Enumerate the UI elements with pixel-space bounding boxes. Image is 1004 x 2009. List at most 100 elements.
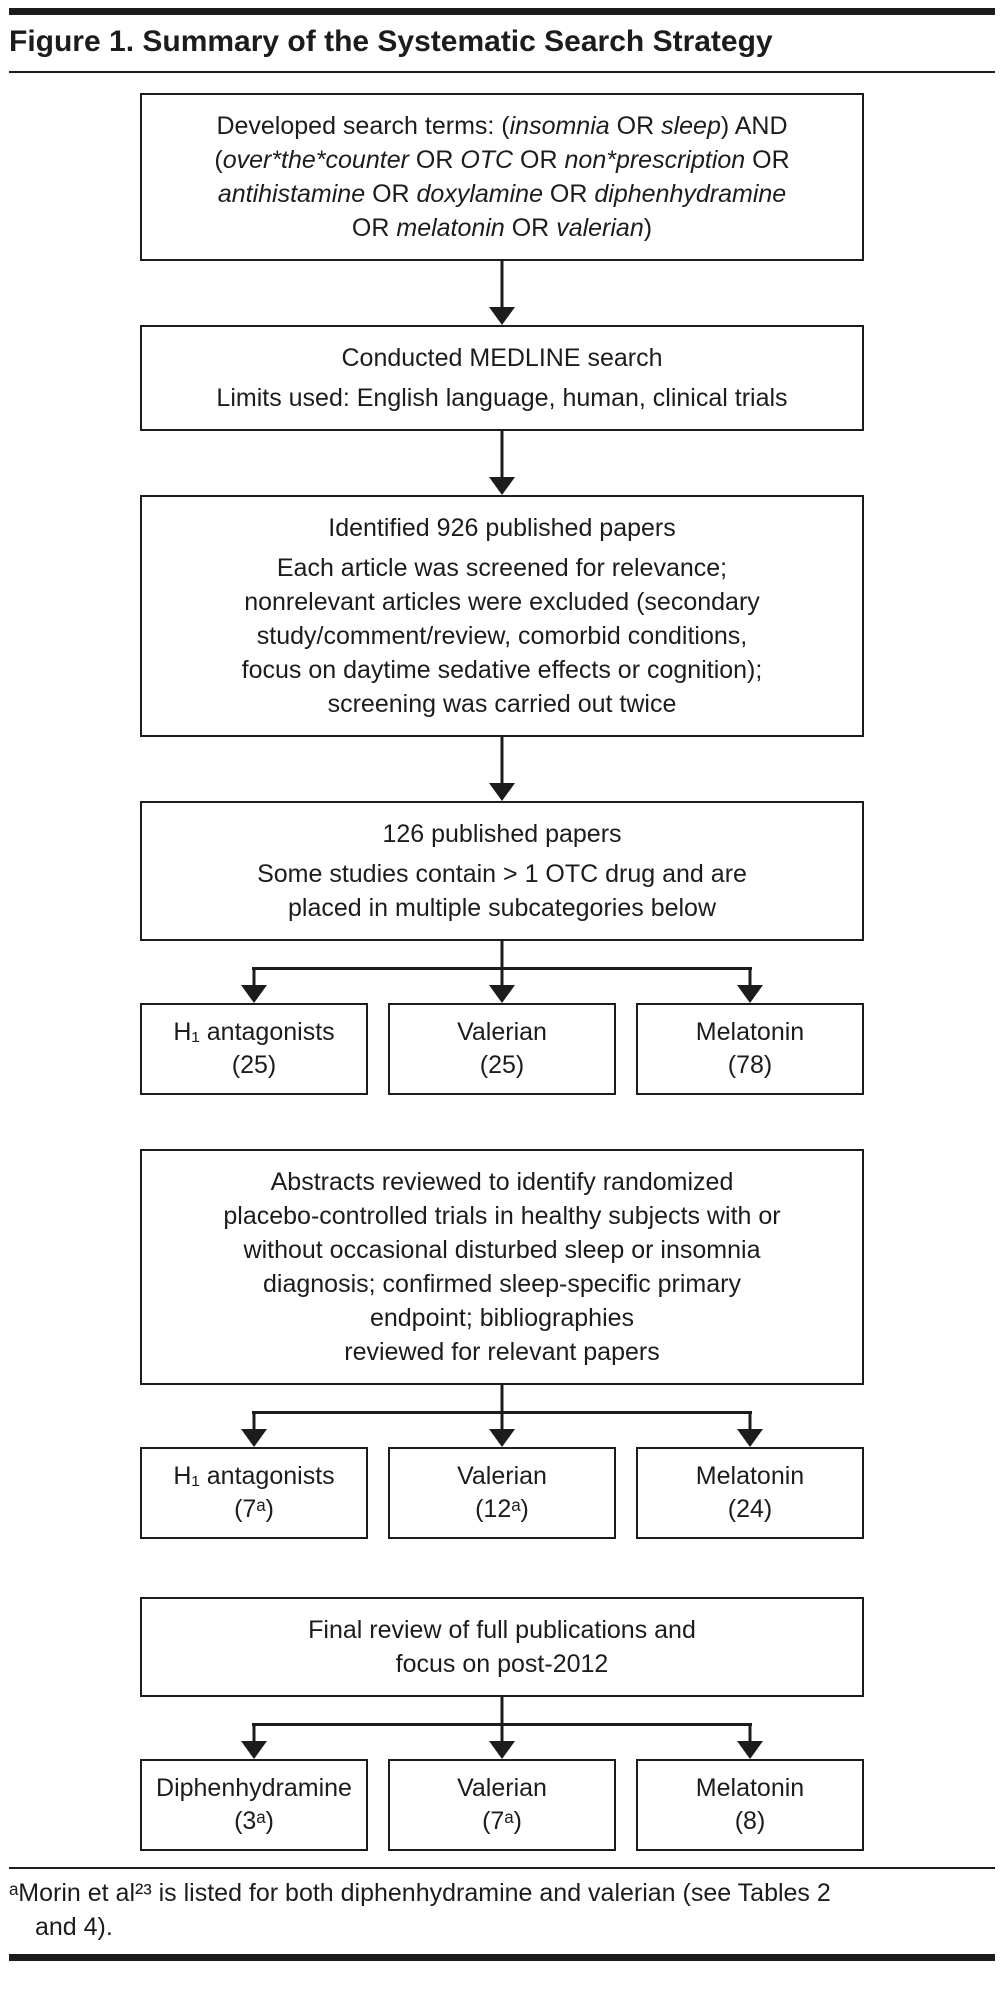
footnote-line: ᵃMorin et al²³ is listed for both diphen… — [9, 1879, 831, 1907]
category-name: Valerian — [457, 1462, 547, 1490]
arrowhead-icon — [489, 985, 515, 1003]
connector-line — [500, 1697, 504, 1725]
box-line: placebo-controlled trials in healthy sub… — [223, 1202, 781, 1230]
box-title: Identified 926 published papers — [328, 514, 676, 542]
category-count: (3ᵃ) — [234, 1807, 274, 1835]
category-count: (78) — [727, 1051, 773, 1079]
arrowhead-icon — [241, 1429, 267, 1447]
box-line: focus on post-2012 — [395, 1650, 609, 1678]
arrow-stem — [500, 261, 504, 307]
connector-line — [500, 968, 504, 985]
arrowhead-icon — [489, 307, 515, 325]
branch-connector — [140, 941, 864, 1003]
arrow-stem — [500, 431, 504, 477]
box-body: Some studies contain > 1 OTC drug and ar… — [156, 857, 848, 925]
box-valerian-25: Valerian (25) — [388, 1003, 616, 1095]
down-arrow — [140, 431, 864, 495]
box-line: antihistamine OR doxylamine OR diphenhyd… — [156, 177, 848, 211]
box-line: reviewed for relevant papers — [344, 1338, 660, 1366]
search-term: doxylamine — [416, 180, 543, 208]
top-rule — [9, 8, 995, 15]
category-count: (7ᵃ) — [234, 1495, 274, 1523]
figure-title: Figure 1. Summary of the Systematic Sear… — [9, 25, 773, 58]
box-line: Abstracts reviewed to identify randomize… — [270, 1168, 734, 1196]
title-rule — [9, 71, 995, 73]
category-name: H₁ antagonists — [173, 1018, 335, 1046]
text-segment: OR — [542, 180, 595, 208]
box-line: (over*the*counter OR OTC OR non*prescrip… — [156, 143, 848, 177]
category-name: H₁ antagonists — [173, 1462, 335, 1490]
flowchart: Developed search terms: (insomnia OR sle… — [140, 93, 864, 1851]
box-line: study/comment/review, comorbid condition… — [256, 622, 748, 650]
search-term: sleep — [661, 112, 721, 140]
arrowhead-icon — [489, 477, 515, 495]
footnote-line: and 4). — [35, 1913, 113, 1941]
box-line: nonrelevant articles were excluded (seco… — [244, 588, 760, 616]
connector-line — [500, 1385, 504, 1413]
text-segment: OR — [609, 112, 662, 140]
box-title: 126 published papers — [382, 820, 622, 848]
connector-line — [748, 1412, 752, 1429]
box-line: without occasional disturbed sleep or in… — [243, 1236, 761, 1264]
connector-line — [252, 1724, 256, 1741]
box-abstracts-reviewed: Abstracts reviewed to identify randomize… — [140, 1149, 864, 1385]
box-valerian-7: Valerian (7ᵃ) — [388, 1759, 616, 1851]
arrowhead-icon — [489, 1429, 515, 1447]
box-126-papers: 126 published papers Some studies contai… — [140, 801, 864, 941]
text-segment: OR — [365, 180, 417, 208]
box-line: Each article was screened for relevance; — [276, 554, 728, 582]
box-h1-antagonists-25: H₁ antagonists (25) — [140, 1003, 368, 1095]
category-count: (24) — [727, 1495, 773, 1523]
text-segment: ) AND — [720, 112, 788, 140]
arrowhead-icon — [489, 1741, 515, 1759]
box-line: Final review of full publications and — [308, 1616, 696, 1644]
text-segment: OR — [513, 146, 565, 174]
down-arrow — [140, 261, 864, 325]
category-name: Melatonin — [695, 1462, 805, 1490]
connector-line — [252, 1412, 256, 1429]
connector-line — [252, 968, 256, 985]
search-term: OTC — [460, 146, 514, 174]
search-term: insomnia — [509, 112, 610, 140]
category-row-1: H₁ antagonists (25) Valerian (25) Melato… — [140, 1003, 864, 1095]
category-row-2: H₁ antagonists (7ᵃ) Valerian (12ᵃ) Melat… — [140, 1447, 864, 1539]
box-valerian-12: Valerian (12ᵃ) — [388, 1447, 616, 1539]
box-title: Conducted MEDLINE search — [341, 344, 663, 372]
connector-line — [748, 968, 752, 985]
footnote-rule — [9, 1867, 995, 1869]
text-segment: OR — [351, 214, 397, 242]
search-term: over*the*counter — [222, 146, 409, 174]
box-search-terms: Developed search terms: (insomnia OR sle… — [140, 93, 864, 261]
text-segment: ) — [643, 214, 653, 242]
bottom-rule — [9, 1954, 995, 1961]
text-segment: OR — [408, 146, 461, 174]
category-count: (25) — [231, 1051, 277, 1079]
footnote: ᵃMorin et al²³ is listed for both diphen… — [9, 1869, 995, 1954]
arrow-stem — [500, 737, 504, 783]
branch-connector — [140, 1385, 864, 1447]
category-count: (8) — [734, 1807, 766, 1835]
box-diphenhydramine-3: Diphenhydramine (3ᵃ) — [140, 1759, 368, 1851]
category-count: (7ᵃ) — [482, 1807, 522, 1835]
arrowhead-icon — [737, 1741, 763, 1759]
box-screening: Identified 926 published papers Each art… — [140, 495, 864, 737]
box-line: placed in multiple subcategories below — [287, 894, 717, 922]
box-melatonin-24: Melatonin (24) — [636, 1447, 864, 1539]
box-line: endpoint; bibliographies — [369, 1304, 635, 1332]
box-line: Some studies contain > 1 OTC drug and ar… — [257, 860, 747, 888]
search-term: valerian — [556, 214, 644, 242]
connector-line — [500, 1724, 504, 1741]
arrowhead-icon — [737, 1429, 763, 1447]
connector-line — [500, 941, 504, 969]
arrowhead-icon — [241, 1741, 267, 1759]
down-arrow — [140, 737, 864, 801]
box-melatonin-8: Melatonin (8) — [636, 1759, 864, 1851]
box-body: Limits used: English language, human, cl… — [216, 384, 788, 412]
arrowhead-icon — [241, 985, 267, 1003]
branch-connector — [140, 1697, 864, 1759]
category-name: Valerian — [457, 1774, 547, 1802]
box-medline-search: Conducted MEDLINE search Limits used: En… — [140, 325, 864, 431]
box-line: focus on daytime sedative effects or cog… — [241, 656, 763, 684]
box-line: Developed search terms: (insomnia OR sle… — [156, 109, 848, 143]
